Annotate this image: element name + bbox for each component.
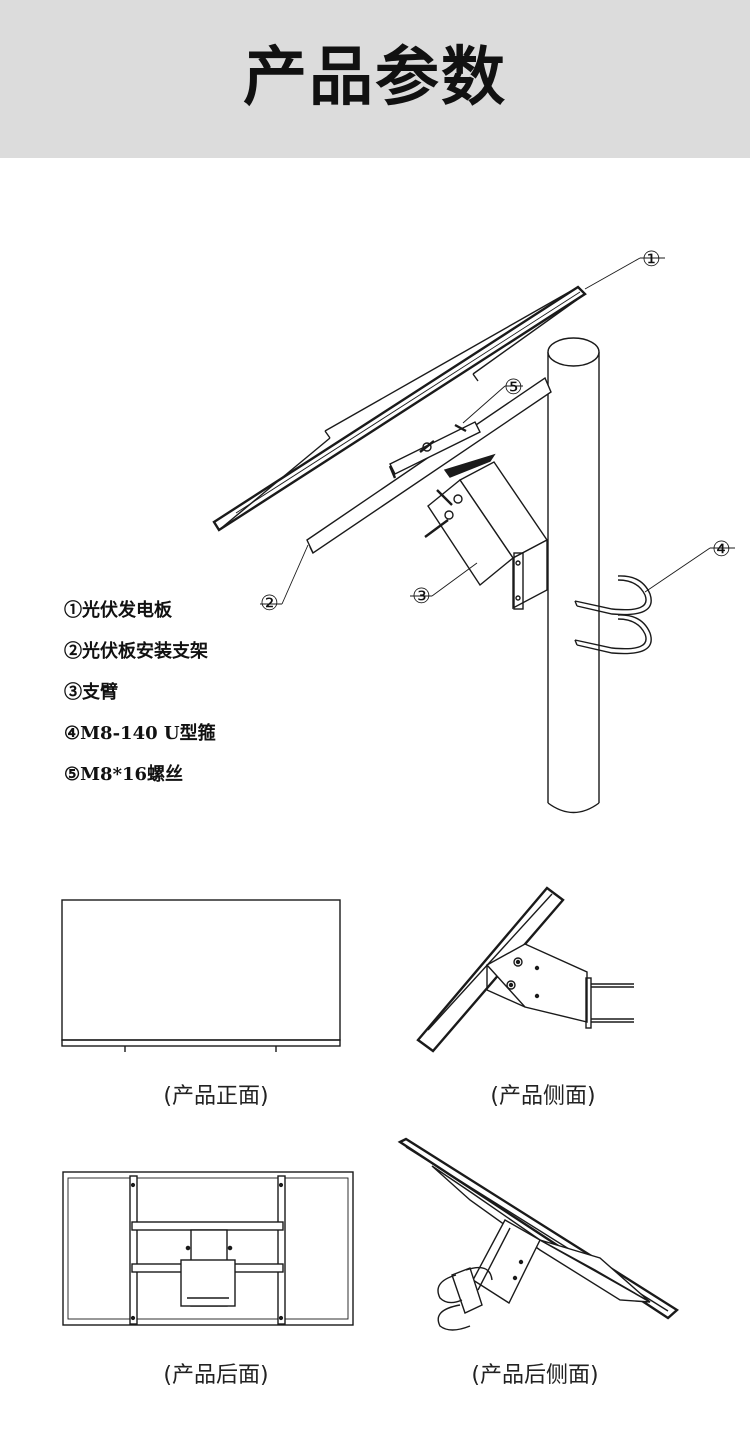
legend-item: ①光伏发电板 bbox=[64, 600, 172, 621]
back-side-view-drawing bbox=[397, 1137, 679, 1331]
marker-2: ② bbox=[260, 591, 279, 615]
leader-lines bbox=[260, 257, 735, 605]
marker-4: ④ bbox=[712, 537, 731, 561]
pole bbox=[547, 337, 600, 814]
front-view-drawing bbox=[61, 899, 341, 1052]
parts-legend: ①光伏发电板 ②光伏板安装支架 ③支臂 ④M8-140 U型箍 ⑤M8*16螺丝 bbox=[64, 590, 216, 795]
u-bolt bbox=[574, 575, 652, 655]
support-arm bbox=[424, 453, 549, 610]
legend-item: ②光伏板安装支架 bbox=[64, 641, 208, 662]
header-band bbox=[0, 0, 750, 158]
caption-side-view: (产品侧面) bbox=[490, 1084, 596, 1109]
side-view-drawing bbox=[416, 886, 634, 1053]
back-view-drawing bbox=[62, 1171, 354, 1326]
marker-3: ③ bbox=[412, 584, 431, 608]
legend-item: ④M8-140 U型箍 bbox=[64, 723, 216, 744]
caption-back-side-view: (产品后侧面) bbox=[471, 1363, 599, 1388]
legend-item: ③支臂 bbox=[64, 682, 118, 703]
marker-1: ① bbox=[642, 247, 661, 271]
panel-bracket bbox=[306, 376, 552, 555]
solar-panel bbox=[212, 285, 587, 532]
marker-5: ⑤ bbox=[504, 375, 523, 399]
caption-front-view: (产品正面) bbox=[163, 1084, 269, 1109]
page-title: 产品参数 bbox=[243, 41, 507, 115]
legend-item: ⑤M8*16螺丝 bbox=[64, 764, 184, 785]
caption-back-view: (产品后面) bbox=[163, 1363, 269, 1388]
